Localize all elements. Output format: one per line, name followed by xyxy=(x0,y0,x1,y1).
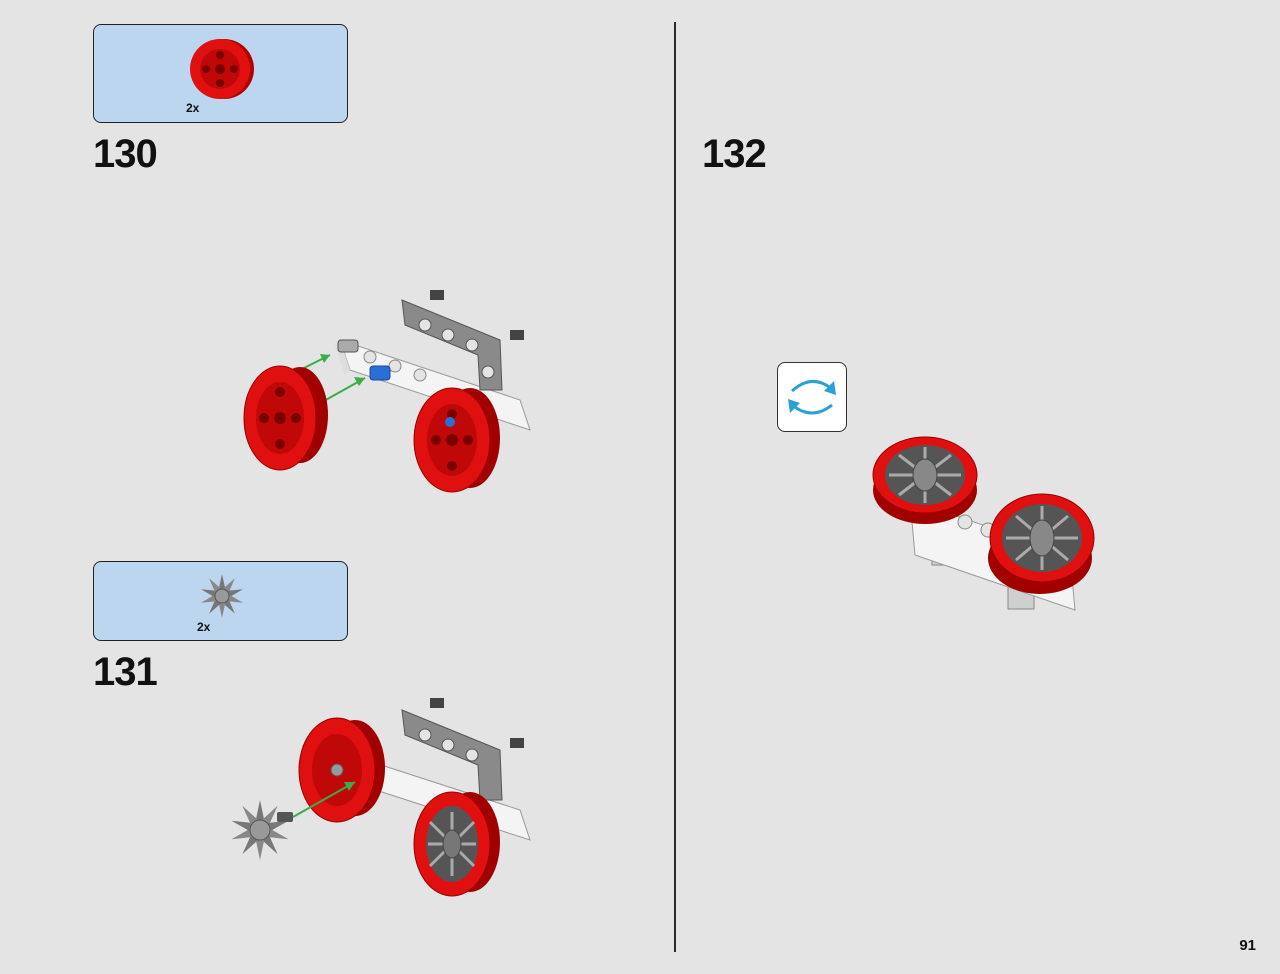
rotate-model-icon xyxy=(788,380,836,415)
assembly-illustration-step-130 xyxy=(243,290,531,493)
assembly-illustration-step-132 xyxy=(872,436,1095,611)
parts-callout-step-130: 2x xyxy=(93,24,348,123)
step-number-131: 131 xyxy=(93,650,158,694)
step-number-130: 130 xyxy=(93,132,158,176)
step-number-132: 132 xyxy=(702,132,767,176)
part-quantity: 2x xyxy=(197,620,211,634)
part-quantity: 2x xyxy=(186,101,200,115)
assembly-illustration-step-131 xyxy=(231,698,531,897)
column-divider xyxy=(674,22,676,952)
page-number: 91 xyxy=(1239,937,1256,954)
parts-callout-step-131: 2x xyxy=(93,561,348,641)
rotate-model-callout xyxy=(777,362,847,432)
grey-turbine-icon xyxy=(201,574,243,618)
red-wheel-hub-icon xyxy=(190,39,254,99)
